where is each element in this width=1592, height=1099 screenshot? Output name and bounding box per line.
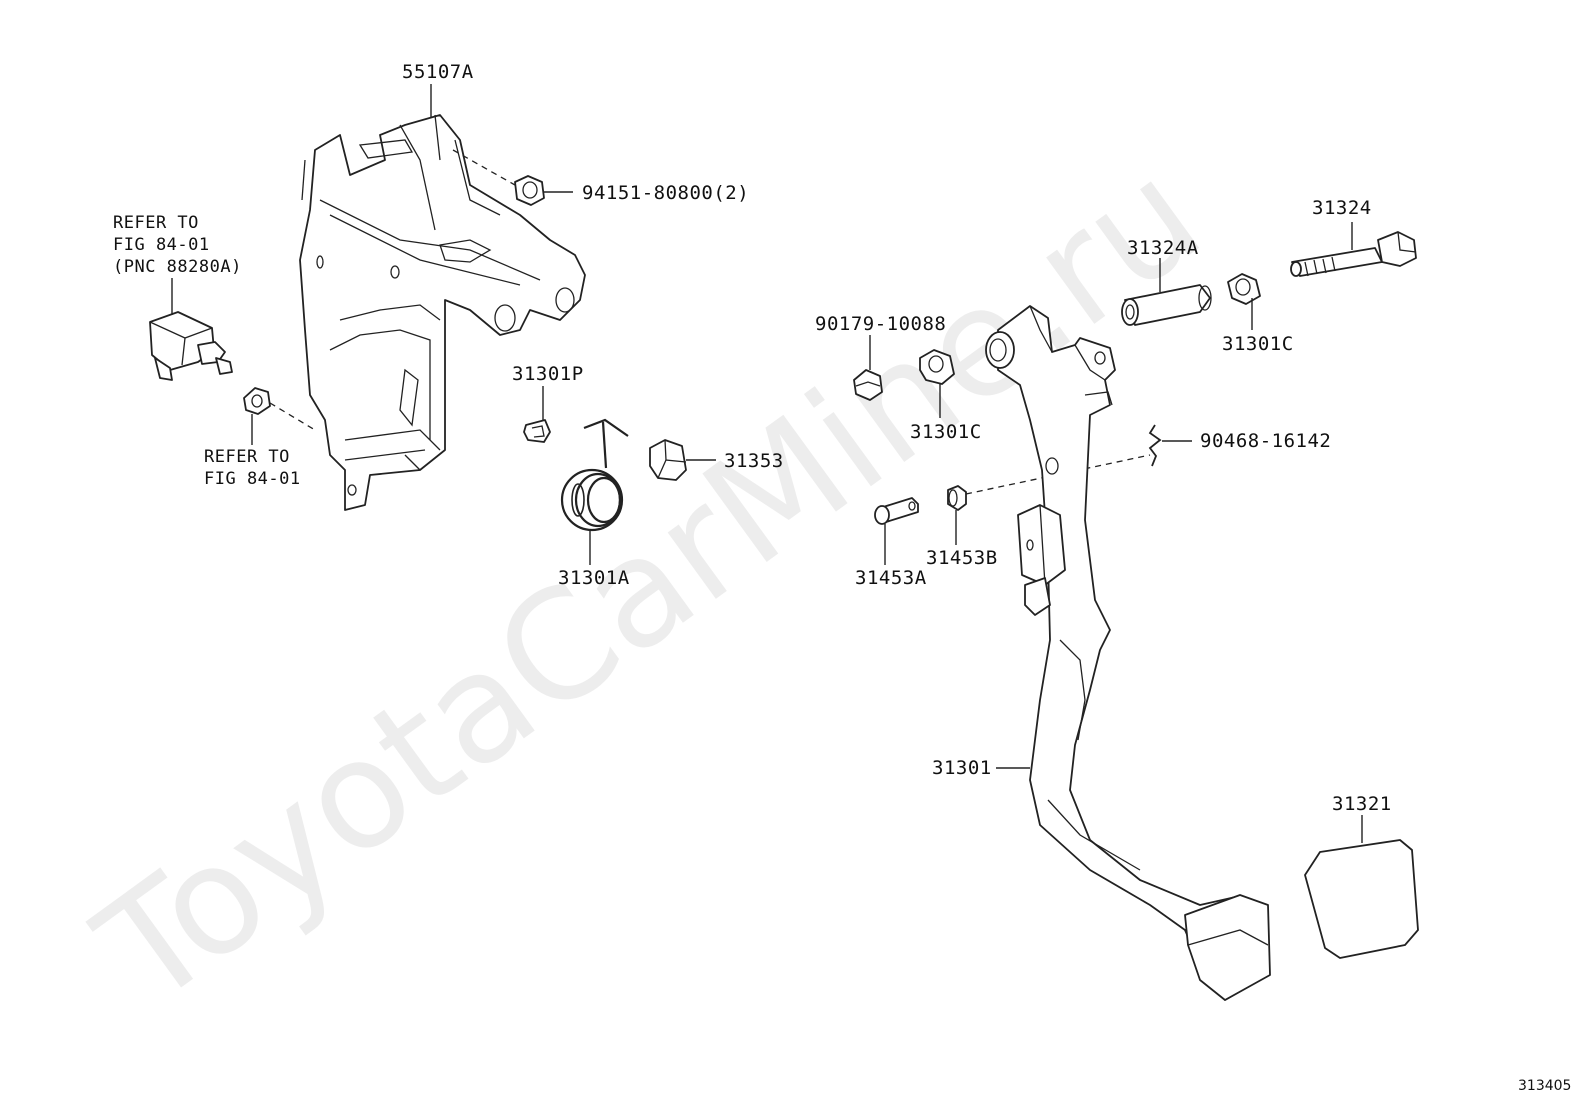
clip-31301p — [523, 419, 551, 443]
bushing-31453b — [947, 485, 967, 511]
label-31301: 31301 — [932, 757, 992, 779]
pedal-arm-31301 — [985, 305, 1271, 1001]
label-31353: 31353 — [724, 450, 784, 472]
pedal-pad-31321 — [1304, 839, 1419, 959]
collar-31301c-right — [1227, 273, 1261, 305]
label-31301a: 31301A — [558, 567, 630, 589]
refer-switch-line3: (PNC 88280A) — [113, 257, 242, 277]
label-31301c-left: 31301C — [910, 421, 982, 443]
cushion-31353 — [649, 439, 687, 481]
label-90179-10088: 90179-10088 — [815, 313, 946, 335]
collar-31301c-left — [919, 349, 955, 385]
bushing-31324a — [1121, 284, 1212, 326]
label-31301p: 31301P — [512, 363, 584, 385]
refer-switch-line2: FIG 84-01 — [113, 235, 210, 255]
label-31453a: 31453A — [855, 567, 927, 589]
bolt-31324 — [1290, 231, 1417, 277]
nut-94151-80800 — [514, 175, 545, 206]
stop-lamp-switch — [149, 311, 233, 381]
label-31453b: 31453B — [926, 547, 998, 569]
pedal-bracket-55107a — [299, 114, 586, 511]
label-94151-80800: 94151-80800(2) — [582, 182, 749, 204]
label-31301c-right: 31301C — [1222, 333, 1294, 355]
refer-switch-line1: REFER TO — [113, 213, 199, 233]
label-90468-16142: 90468-16142 — [1200, 430, 1331, 452]
label-31324a: 31324A — [1127, 237, 1199, 259]
label-31324: 31324 — [1312, 197, 1372, 219]
pin-31453a — [874, 497, 919, 525]
refer-nut-line1: REFER TO — [204, 447, 290, 467]
switch-hex-nut — [243, 387, 271, 415]
dashed-line-pin-axis — [965, 454, 1151, 495]
dashed-line-hex-nut — [269, 402, 316, 431]
clip-90468-16142 — [1148, 424, 1162, 467]
dashed-line-nut-bracket — [452, 149, 516, 186]
nut-90179-10088 — [853, 369, 883, 401]
spring-31301a — [560, 418, 629, 532]
label-55107a: 55107A — [402, 61, 474, 83]
figure-number: 313405 — [1518, 1078, 1571, 1094]
refer-nut-line2: FIG 84-01 — [204, 469, 301, 489]
label-31321: 31321 — [1332, 793, 1392, 815]
